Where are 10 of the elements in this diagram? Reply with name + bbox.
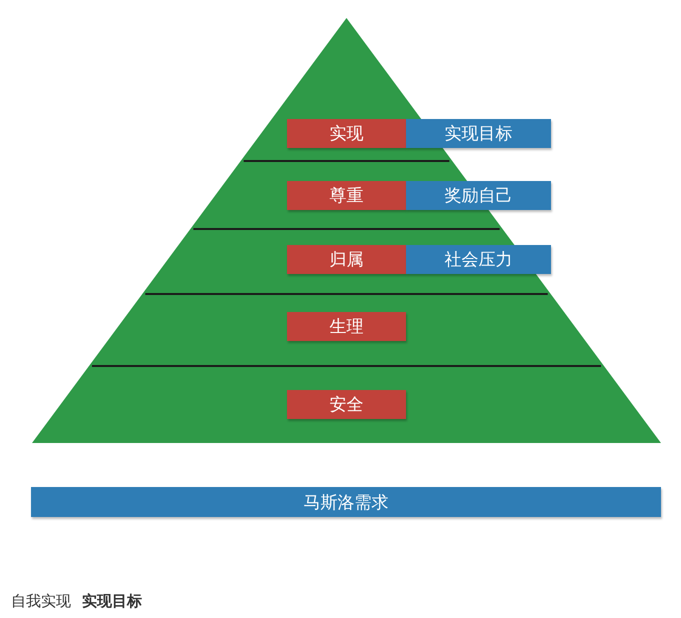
- goal-box: 实现目标: [406, 119, 551, 148]
- level-box: 尊重: [287, 181, 406, 210]
- level-box: 生理: [287, 312, 406, 341]
- caption: 自我实现 实现目标: [11, 592, 142, 611]
- goal-box: 奖励自己: [406, 181, 551, 210]
- pyramid: [32, 18, 661, 443]
- level-box: 归属: [287, 245, 406, 274]
- level-box: 实现: [287, 119, 406, 148]
- level-box: 安全: [287, 390, 406, 419]
- title-bar: 马斯洛需求: [31, 487, 661, 517]
